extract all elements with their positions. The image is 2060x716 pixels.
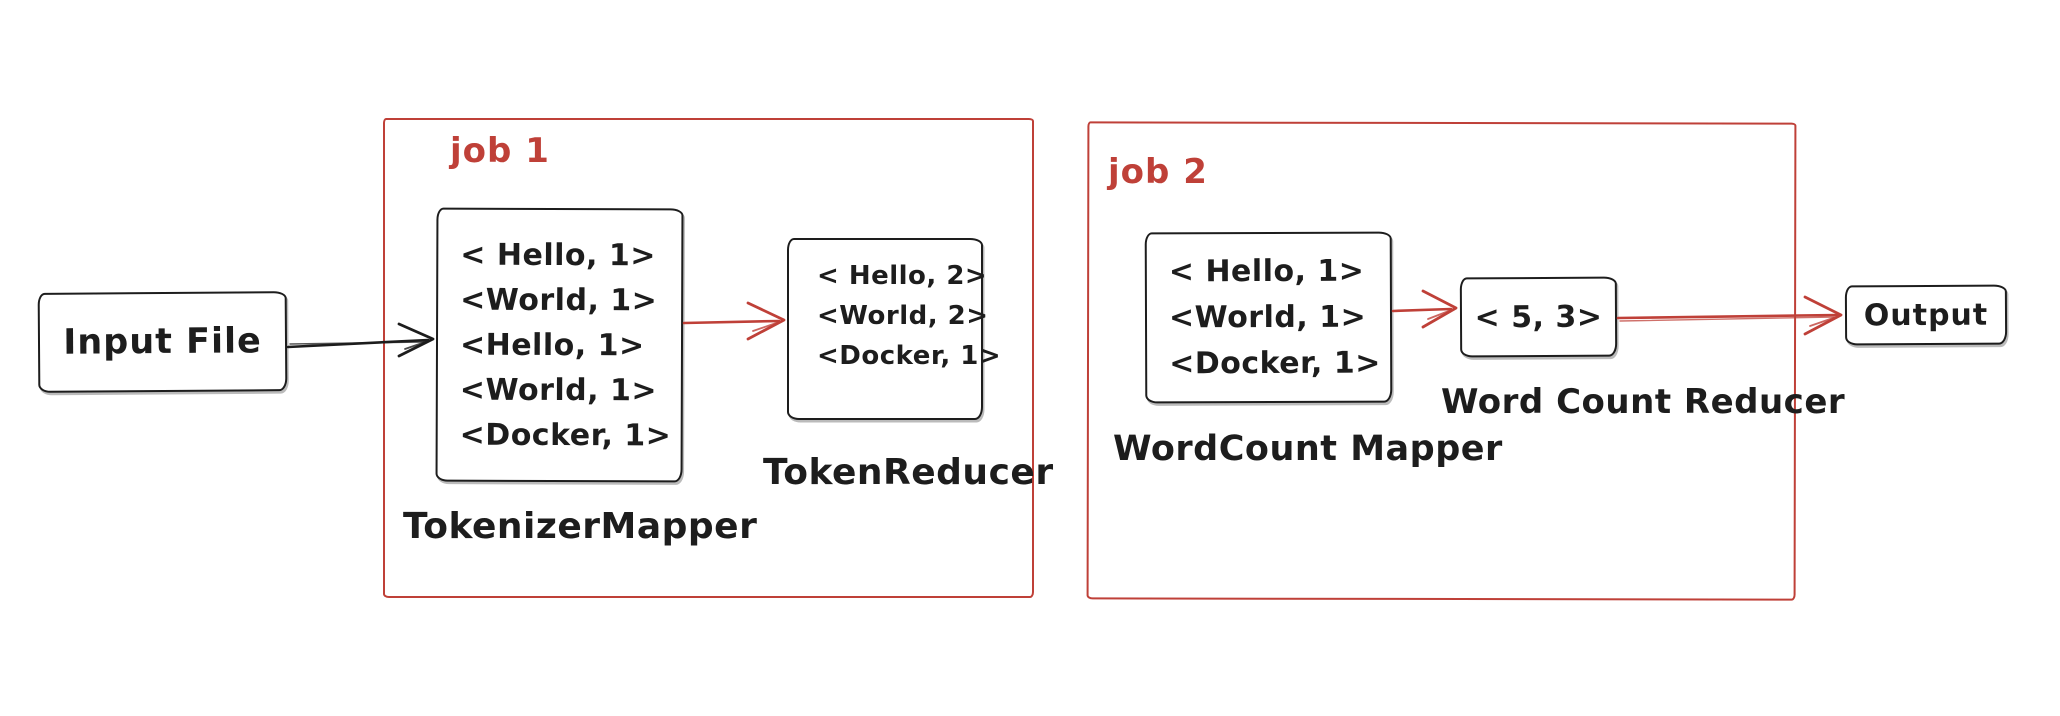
kv-pair: < Hello, 2> [817,261,988,291]
kv-pair: < Hello, 1> [1168,253,1365,289]
kv-pair: <Hello, 1> [459,327,645,363]
job1-group-rect [383,118,1034,598]
wordcount-mapper-label: WordCount Mapper [1113,429,1503,469]
input-file-box: Input File [37,291,288,393]
tokenizer-mapper-box: < Hello, 1> <World, 1> <Hello, 1> <World… [435,207,684,483]
token-reducer-label: TokenReducer [763,452,1054,493]
kv-pair: < 5, 3> [1474,299,1603,335]
kv-pair: <World, 1> [1168,299,1367,335]
kv-pair: < Hello, 1> [460,237,656,273]
job2-label: job 2 [1108,152,1208,192]
token-reducer-box: < Hello, 2> <World, 2> <Docker, 1> [787,238,1002,420]
wordcount-mapper-box: < Hello, 1> <World, 1> <Docker, 1> [1144,231,1393,404]
output-box: Output [1844,284,2008,346]
wordcount-reducer-label: Word Count Reducer [1441,382,1846,422]
kv-pair: <Docker, 1> [1169,345,1381,381]
kv-pair: <Docker, 1> [817,341,1002,371]
output-label: Output [1863,297,1989,333]
kv-pair: <World, 2> [817,301,989,331]
input-file-label: Input File [63,321,262,363]
job1-label: job 1 [450,131,550,171]
kv-pair: <World, 1> [460,282,658,318]
kv-pair: <Docker, 1> [459,417,672,453]
tokenizer-mapper-label: TokenizerMapper [403,506,758,547]
wordcount-reducer-box: < 5, 3> [1459,276,1618,358]
kv-pair: <World, 1> [459,372,658,408]
